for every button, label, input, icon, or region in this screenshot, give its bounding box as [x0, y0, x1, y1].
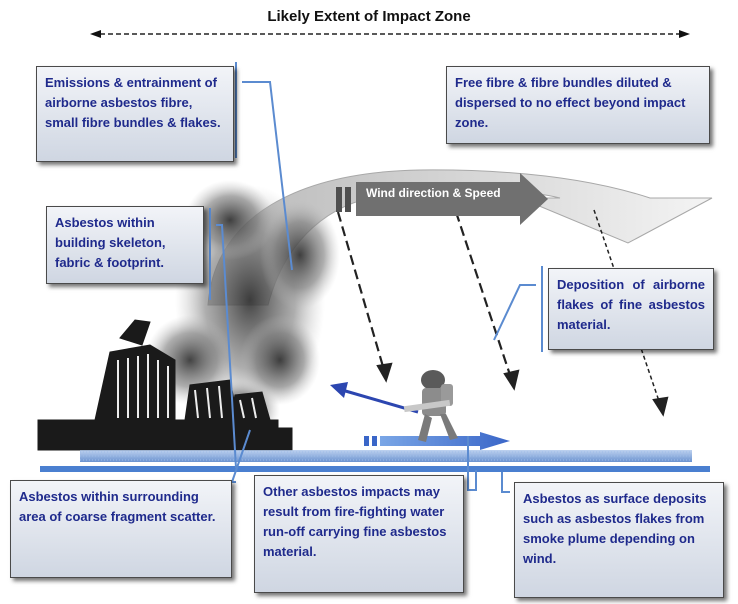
firefighter-icon	[403, 370, 458, 442]
free-fibre-box: Free fibre & fibre bundles diluted & dis…	[446, 66, 710, 144]
leader-lines	[209, 62, 543, 493]
deposition-box: Deposition of airborne flakes of fine as…	[548, 268, 714, 350]
diagram-title: Likely Extent of Impact Zone	[267, 8, 471, 25]
burning-building-icon	[37, 319, 293, 451]
deposition-arrows	[336, 209, 669, 417]
ground-strip	[40, 450, 710, 472]
water-runoff-box: Other asbestos impacts may result from f…	[254, 475, 464, 593]
wind-direction-label: Wind direction & Speed	[366, 186, 501, 200]
building-box: Asbestos within building skeleton, fabri…	[46, 206, 204, 284]
surrounding-box: Asbestos within surrounding area of coar…	[10, 480, 232, 578]
wind-arrow	[336, 173, 548, 225]
runoff-arrow	[364, 432, 510, 450]
surface-deposits-box: Asbestos as surface deposits such as asb…	[514, 482, 724, 598]
emissions-box: Emissions & entrainment of airborne asbe…	[36, 66, 234, 162]
extent-double-arrow	[90, 30, 690, 38]
